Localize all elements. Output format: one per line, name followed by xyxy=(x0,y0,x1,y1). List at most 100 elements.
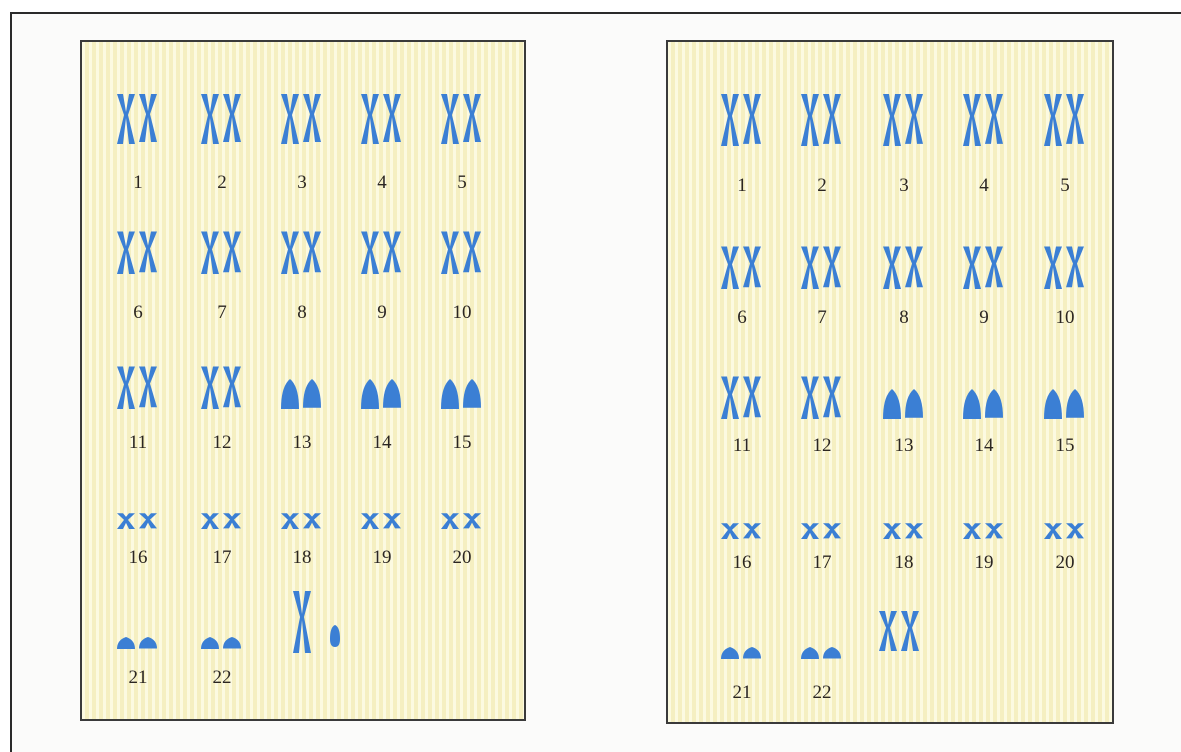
chromosome xyxy=(441,94,459,144)
chromosome xyxy=(139,94,157,142)
chromosome-number-label: 14 xyxy=(944,435,1024,457)
chromosome-pair-graphic xyxy=(182,492,262,552)
chromosome-pair-19: 19 xyxy=(342,492,422,582)
chromosome xyxy=(223,513,241,528)
chromosome-number-label: 3 xyxy=(864,175,944,197)
chromosome xyxy=(801,647,819,659)
chromosome-pair-5: 5 xyxy=(1025,92,1105,182)
chromosome xyxy=(117,637,135,649)
chromosome-number-label: 1 xyxy=(702,175,782,197)
chromosome xyxy=(1044,389,1062,419)
chromosome-pair-18: 18 xyxy=(864,502,944,592)
chromosome xyxy=(905,523,923,538)
chromosome xyxy=(441,379,459,409)
chromosome xyxy=(883,389,901,419)
x-chromosome xyxy=(901,611,919,651)
chromosome xyxy=(383,94,401,142)
chromosome-pair-8: 8 xyxy=(864,237,944,327)
chromosome xyxy=(303,232,321,273)
chromosome xyxy=(361,379,379,409)
chromosome-pair-graphic xyxy=(98,92,178,152)
chromosome xyxy=(361,232,379,275)
chromosome-number-label: 9 xyxy=(342,302,422,324)
chromosome xyxy=(1044,94,1062,146)
chromosome-number-label: 16 xyxy=(98,547,178,569)
chromosome xyxy=(743,94,761,144)
chromosome-number-label: 3 xyxy=(262,172,342,194)
chromosome xyxy=(985,389,1003,418)
chromosome xyxy=(383,379,401,408)
chromosome-number-label: 2 xyxy=(182,172,262,194)
chromosome-number-label: 19 xyxy=(342,547,422,569)
chromosome-pair-9: 9 xyxy=(944,237,1024,327)
chromosome-pair-22: 22 xyxy=(182,622,262,712)
chromosome xyxy=(1066,523,1084,538)
chromosome-pair-graphic xyxy=(262,92,342,152)
chromosome-number-label: 14 xyxy=(342,432,422,454)
chromosome-pair-2: 2 xyxy=(782,92,862,182)
chromosome-number-label: 7 xyxy=(182,302,262,324)
chromosome xyxy=(721,247,739,290)
chromosome-pair-graphic xyxy=(98,222,178,282)
x-chromosome xyxy=(293,591,311,653)
y-chromosome xyxy=(330,625,340,647)
chromosome xyxy=(303,379,321,408)
chromosome-pair-15: 15 xyxy=(1025,367,1105,457)
chromosome-pair-16: 16 xyxy=(98,492,178,582)
chromosome-number-label: 9 xyxy=(944,307,1024,329)
x-chromosome xyxy=(879,611,897,651)
chromosome xyxy=(201,367,219,410)
chromosome-pair-graphic xyxy=(864,367,944,427)
chromosome-pair-12: 12 xyxy=(782,367,862,457)
chromosome-pair-graphic xyxy=(702,237,782,297)
chromosome-pair-11: 11 xyxy=(702,367,782,457)
chromosome-pair-8: 8 xyxy=(262,222,342,312)
chromosome-pair-graphic xyxy=(1025,237,1105,297)
chromosome xyxy=(985,523,1003,538)
chromosome xyxy=(139,513,157,528)
chromosome-pair-graphic xyxy=(702,92,782,152)
chromosome xyxy=(463,94,481,142)
chromosome xyxy=(721,647,739,659)
chromosome xyxy=(801,377,819,420)
chromosome xyxy=(303,513,321,528)
chromosome-pair-graphic xyxy=(262,492,342,552)
chromosome xyxy=(201,232,219,275)
chromosome xyxy=(905,389,923,418)
chromosome xyxy=(823,247,841,288)
chromosome-number-label: 11 xyxy=(98,432,178,454)
chromosome-number-label: 1 xyxy=(98,172,178,194)
chromosome xyxy=(223,94,241,142)
chromosome xyxy=(117,367,135,410)
chromosome xyxy=(201,637,219,649)
chromosome-pair-17: 17 xyxy=(782,502,862,592)
chromosome-number-label: 17 xyxy=(182,547,262,569)
chromosome-pair-6: 6 xyxy=(702,237,782,327)
chromosome-pair-graphic xyxy=(182,222,262,282)
chromosome-pair-graphic xyxy=(422,492,502,552)
chromosome xyxy=(201,94,219,144)
chromosome xyxy=(303,94,321,142)
chromosome-pair-2: 2 xyxy=(182,92,262,182)
chromosome xyxy=(1066,247,1084,288)
chromosome-pair-4: 4 xyxy=(342,92,422,182)
chromosome-number-label: 12 xyxy=(182,432,262,454)
chromosome-number-label: 4 xyxy=(944,175,1024,197)
chromosome xyxy=(383,513,401,528)
chromosome xyxy=(721,523,739,539)
chromosome-number-label: 20 xyxy=(422,547,502,569)
chromosome xyxy=(223,637,241,649)
chromosome-pair-graphic xyxy=(782,92,862,152)
chromosome xyxy=(139,367,157,408)
chromosome xyxy=(721,94,739,146)
chromosome xyxy=(463,379,481,408)
chromosome xyxy=(1066,389,1084,418)
chromosome xyxy=(743,647,761,659)
chromosome-number-label: 20 xyxy=(1025,552,1105,574)
chromosome-pair-7: 7 xyxy=(782,237,862,327)
chromosome xyxy=(823,377,841,418)
chromosome-number-label: 22 xyxy=(782,682,862,704)
chromosome-number-label: 8 xyxy=(864,307,944,329)
chromosome-pair-13: 13 xyxy=(864,367,944,457)
chromosome xyxy=(201,513,219,529)
